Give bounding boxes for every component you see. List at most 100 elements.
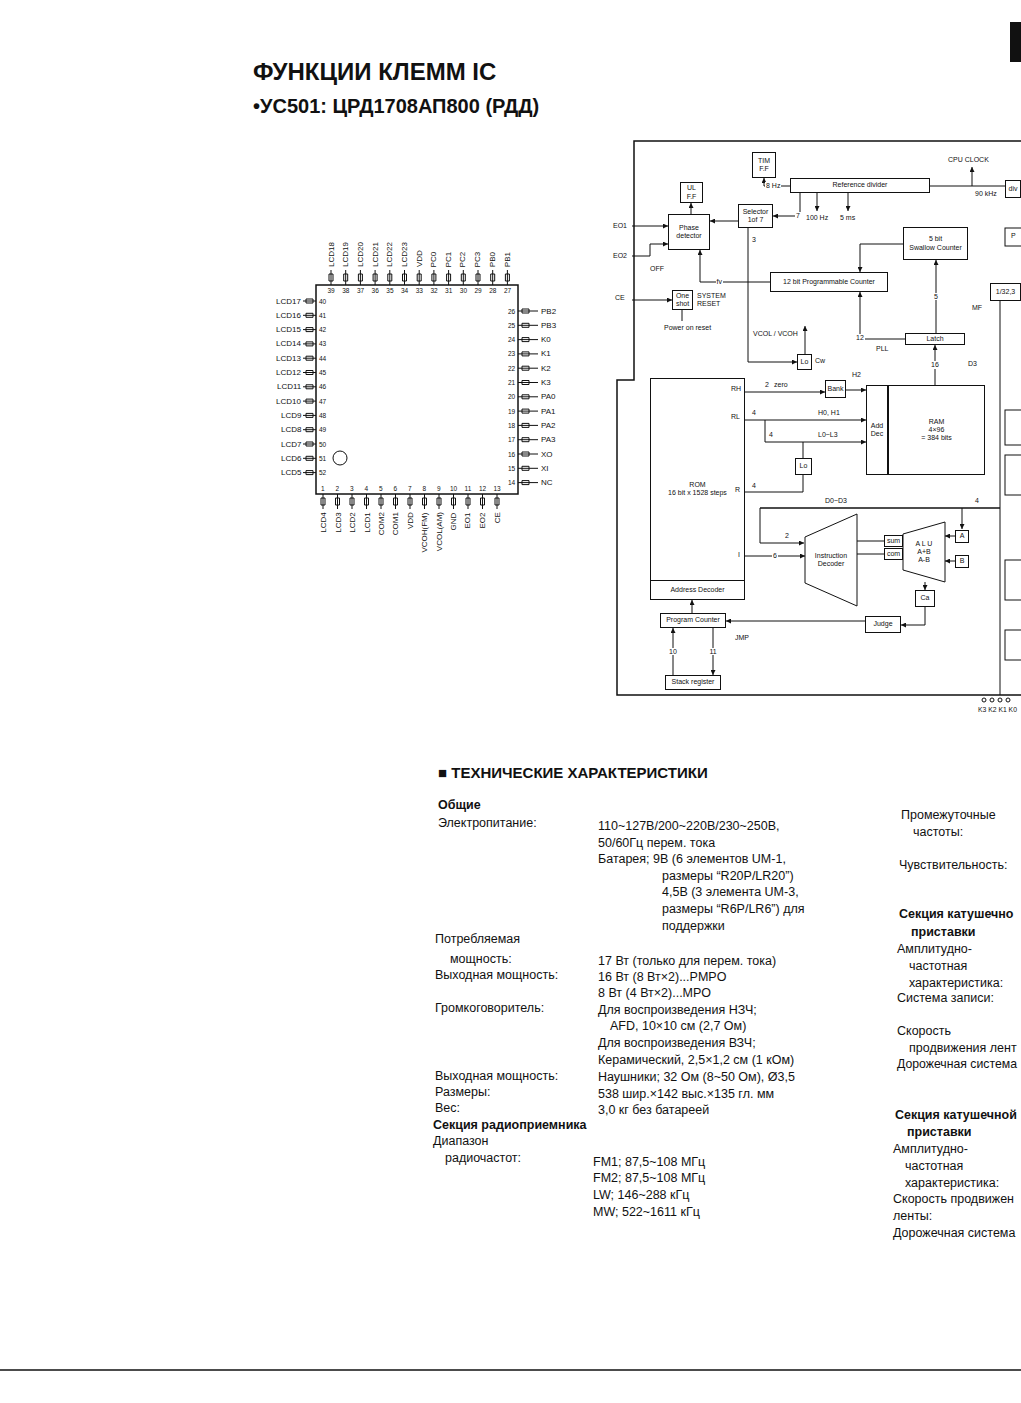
pin-lead — [481, 494, 485, 509]
connector — [691, 203, 692, 214]
signal-label: EO1 — [613, 222, 627, 230]
pin-name: PB0 — [488, 252, 497, 267]
pin-name: LCD13 — [276, 354, 301, 363]
block-text: Lo — [799, 358, 810, 366]
block-text: 12 bit Programmable Counter — [772, 278, 886, 286]
pin-lead — [461, 270, 465, 285]
spec-text: Для воспроизведения НЗЧ; — [598, 1003, 757, 1017]
pin-name: NC — [541, 478, 553, 487]
spec-text: Дорожечная система — [893, 1226, 1015, 1240]
signal-label: EO2 — [613, 252, 627, 260]
function-block: Reference divider — [790, 178, 930, 193]
spec-text: Размеры: — [435, 1085, 490, 1099]
pin-lead — [491, 270, 495, 285]
bus-wire — [745, 475, 803, 492]
pin-number: 22 — [508, 365, 515, 372]
pin-number: 23 — [508, 350, 515, 357]
bus-wire — [765, 420, 866, 442]
connector — [925, 582, 926, 590]
pin-lead — [303, 313, 316, 317]
block-text: Selector 1of 7 — [740, 208, 771, 224]
pin-lead — [379, 494, 383, 509]
pin-lead — [447, 270, 451, 285]
pin-number: 35 — [386, 287, 393, 294]
spec-text: Батарея; 9В (6 элементов UM-1, — [598, 852, 786, 866]
pin-lead — [518, 338, 538, 342]
pin-name: PA0 — [541, 392, 556, 401]
pin-lead — [394, 494, 398, 509]
pin-name: PA1 — [541, 407, 556, 416]
pin1-mark — [333, 451, 347, 465]
signal-label: CPU CLOCK — [948, 156, 989, 164]
pin-number: 34 — [401, 287, 408, 294]
connector — [846, 390, 866, 391]
signal-label: 4 — [752, 409, 756, 417]
pin-lead — [518, 395, 538, 399]
pin-name: PC1 — [444, 251, 453, 267]
spec-text: Амплитудно- — [893, 1142, 968, 1156]
spec-text: Керамический, 2,5×1,2 см (1 кОм) — [598, 1053, 794, 1067]
connector-label: 8 Hz — [765, 182, 781, 190]
pin-name: LCD22 — [385, 242, 394, 267]
block-text: Instruction Decoder — [809, 552, 853, 568]
pin-lead — [518, 423, 538, 427]
signal-label: 100 Hz — [806, 214, 828, 222]
block-text: One shot — [674, 292, 691, 308]
signal-label: K3 K2 K1 K0 — [978, 706, 1017, 714]
pin-lead — [518, 438, 538, 442]
spec-text: 17 Вт (только для перем. тока) — [598, 954, 776, 968]
pin-lead — [303, 456, 316, 460]
signal-label: 4 — [752, 482, 756, 490]
function-block: Latch — [905, 333, 965, 345]
function-block: sum — [884, 535, 903, 547]
block-text: 1/32,3 — [992, 288, 1019, 296]
pin-lead — [303, 299, 316, 303]
spec-text: поддержки — [662, 919, 725, 933]
spec-text: Общие — [438, 798, 481, 812]
signal-label: VCOL / VCOH — [753, 330, 798, 338]
spec-text: Секция катушечно — [899, 907, 1013, 921]
pin-name: LCD8 — [281, 425, 301, 434]
block-text: sum — [886, 537, 901, 545]
pin-number: 43 — [319, 340, 326, 347]
pin-number: 25 — [508, 322, 515, 329]
pin-name: PC0 — [429, 251, 438, 267]
spec-text: 3,0 кг без батареей — [598, 1103, 709, 1117]
spec-text: продвижения лент — [909, 1041, 1017, 1055]
connector — [945, 536, 955, 537]
pin-number: 2 — [336, 485, 340, 492]
pin-lead — [303, 428, 316, 432]
pin-lead — [518, 381, 538, 385]
pin-lead — [476, 270, 480, 285]
pin-name: VDD — [405, 512, 414, 529]
spec-text: Выходная мощность: — [435, 968, 558, 982]
pin-lead — [336, 494, 340, 509]
spec-text: размеры “R20P/LR20”) — [662, 869, 794, 883]
pin-name: LCD15 — [276, 325, 301, 334]
signal-label: 2 — [785, 532, 789, 540]
block-text: A-B — [907, 556, 941, 564]
block-text: Add Dec — [868, 422, 886, 438]
pin-number: 50 — [319, 441, 326, 448]
pin-lead — [518, 409, 538, 413]
pin-lead — [303, 413, 316, 417]
pin-number: 19 — [508, 408, 515, 415]
pin-name: LCD3 — [333, 512, 342, 532]
pin-number: 49 — [319, 426, 326, 433]
connector — [945, 561, 955, 562]
cropped-block — [1005, 630, 1021, 660]
pin-lead — [518, 481, 538, 485]
cropped-block — [1005, 410, 1021, 445]
pin-name: LCD17 — [276, 297, 301, 306]
signal-wire — [817, 193, 818, 211]
signal-wire — [682, 310, 683, 321]
page-title: ФУНКЦИИ КЛЕММ IC — [253, 58, 496, 86]
spec-text: Секция радиоприемника — [433, 1118, 587, 1132]
block-text: RAM — [890, 418, 983, 426]
pin-number: 9 — [437, 485, 441, 492]
bus-wire — [760, 508, 804, 543]
pin-lead — [518, 366, 538, 370]
connector-label: 12 — [855, 334, 865, 342]
pin-number: 10 — [450, 485, 457, 492]
spec-text: LW; 146~288 кГц — [593, 1188, 689, 1202]
